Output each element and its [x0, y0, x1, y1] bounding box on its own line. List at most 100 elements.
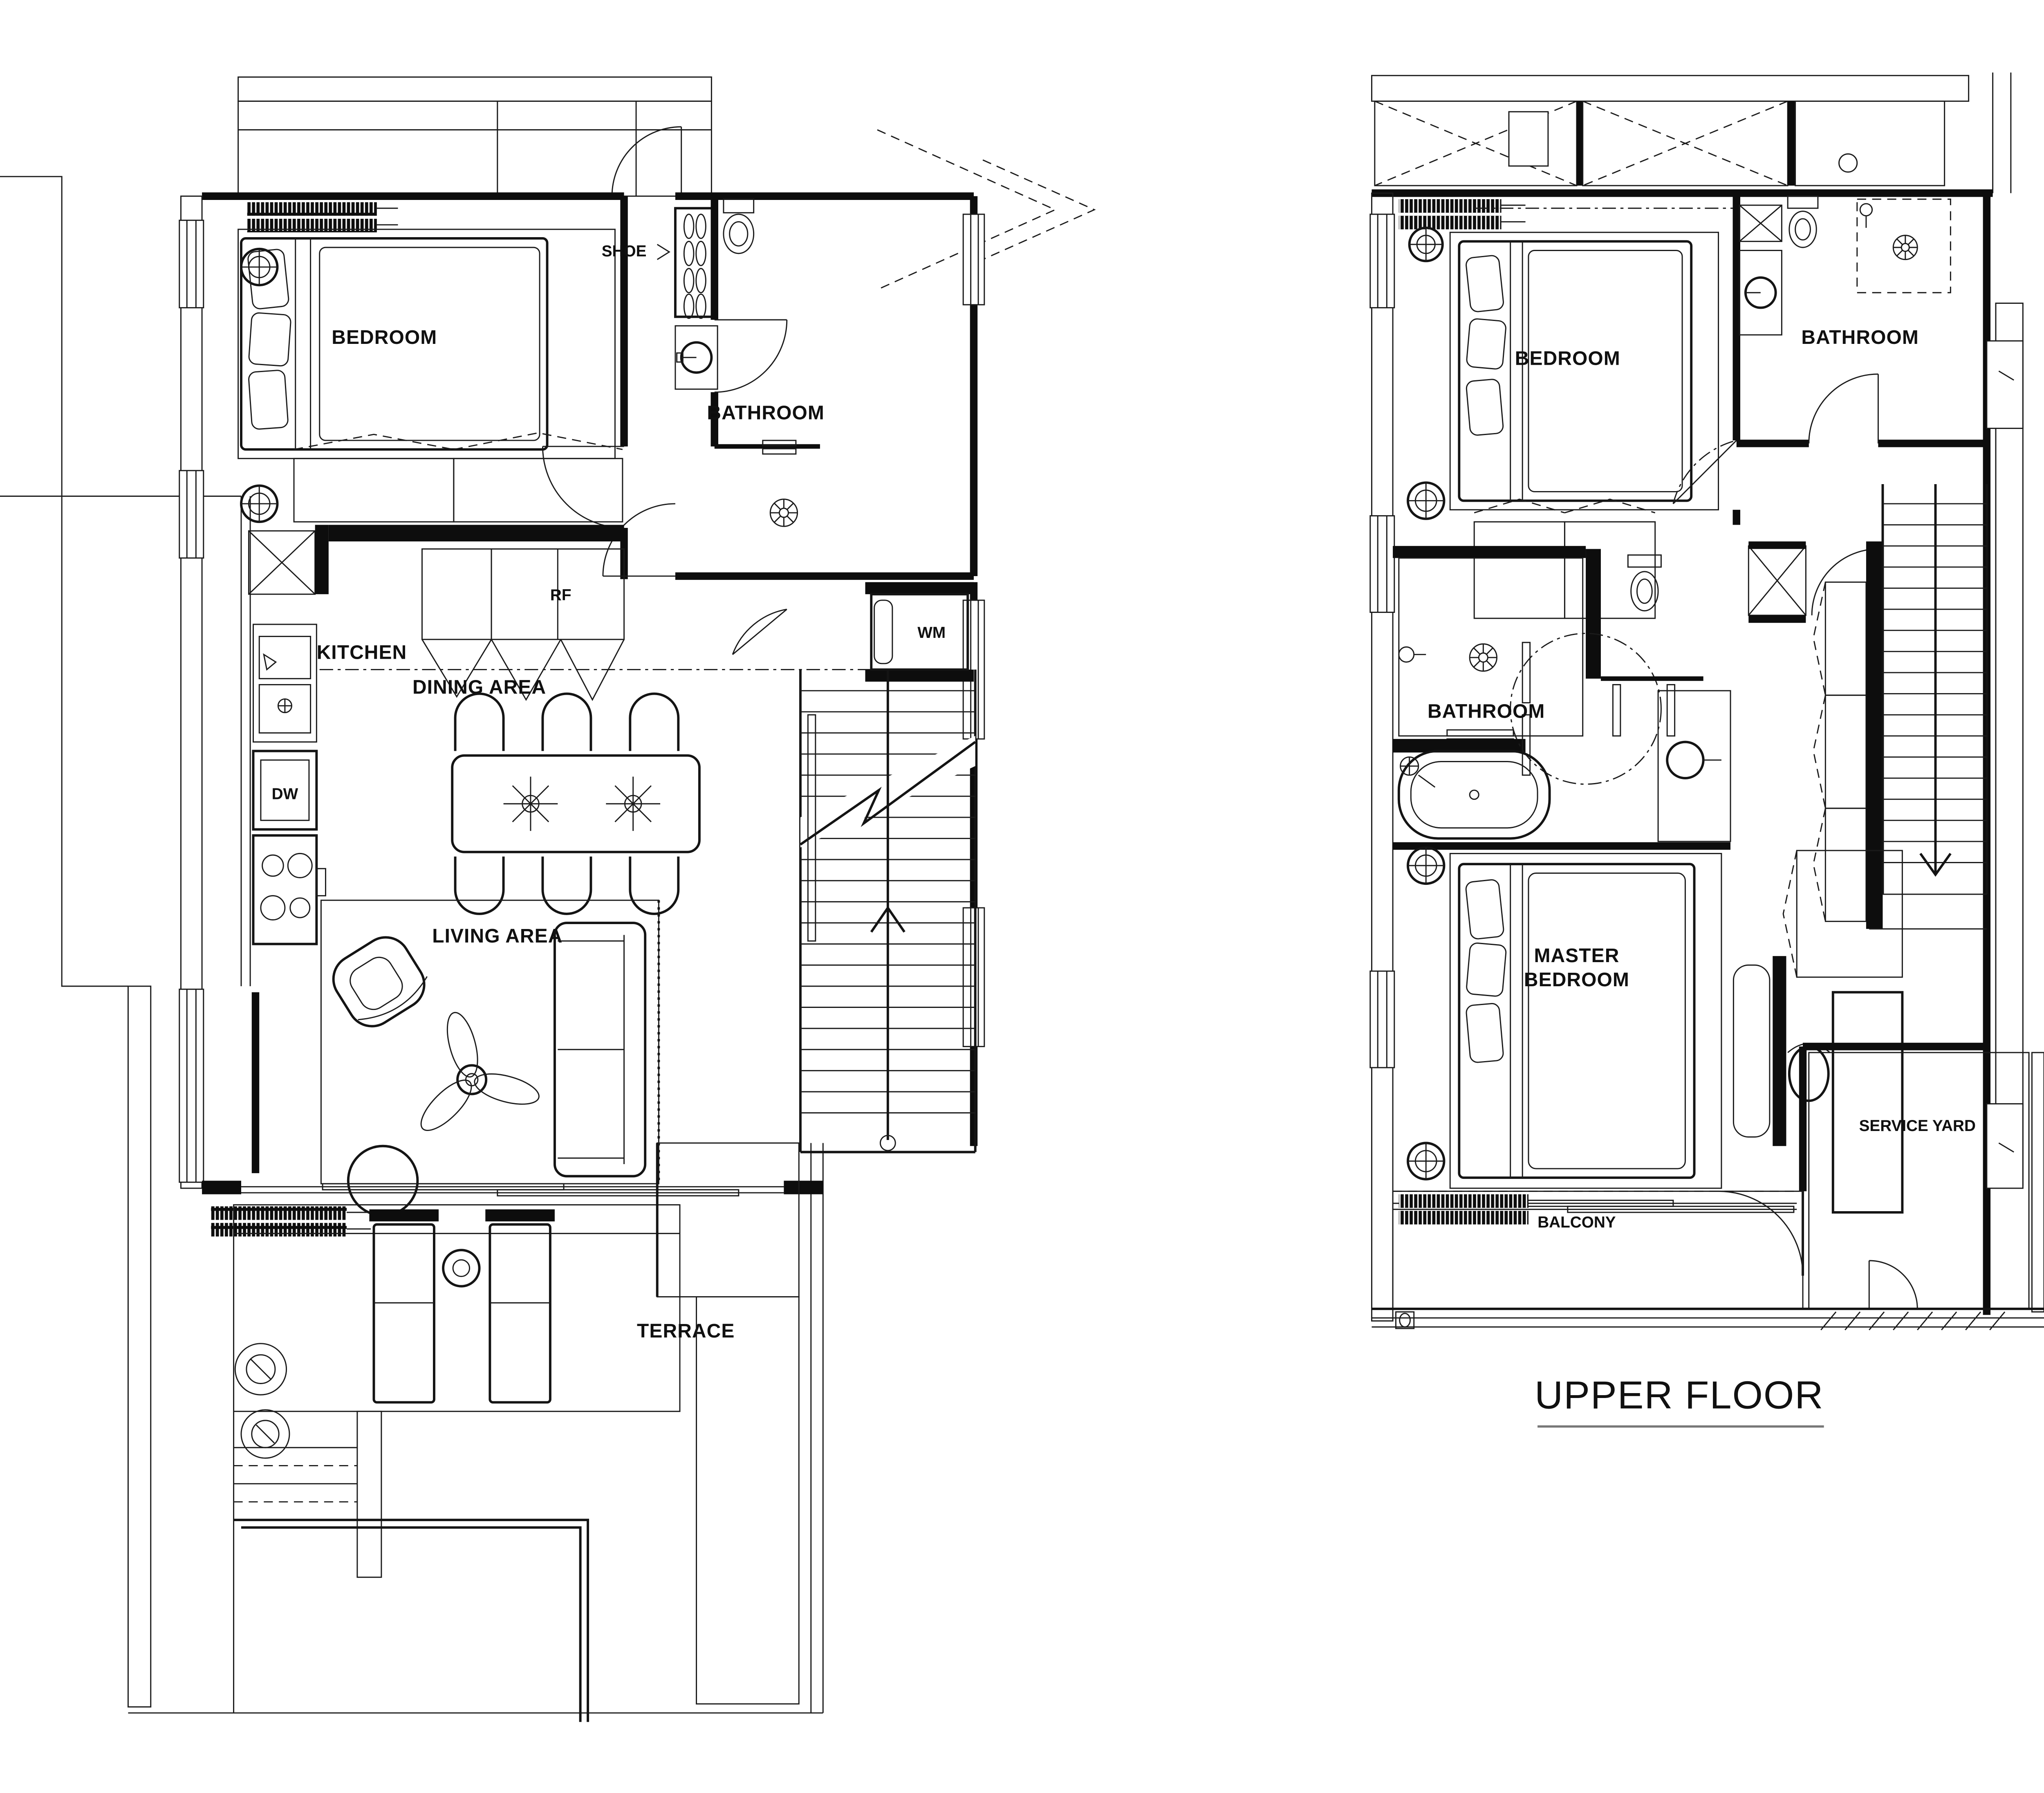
sun-lounger [369, 1209, 439, 1404]
pillow [1466, 943, 1507, 997]
walk-in-wardrobe [1813, 581, 1867, 922]
cabinet [421, 548, 492, 640]
service-door [1718, 1190, 1804, 1276]
shower-drain [1892, 235, 1918, 260]
column [1986, 340, 2024, 429]
bedroom-label: BEDROOM [332, 327, 437, 348]
washing-machine-label: WM [917, 624, 946, 642]
stair-up-arrow [870, 669, 905, 1029]
bedside-lamp [1407, 1142, 1446, 1180]
louvre-bar [247, 202, 377, 216]
louvre-bar [211, 1223, 347, 1236]
bathroom-ground: BATHROOM [602, 196, 974, 580]
terrace: TERRACE [202, 1142, 823, 1705]
dining-area: DINING AREA [412, 677, 701, 915]
bathroom-ensuite: BATHROOM [1736, 195, 1987, 447]
mattress [1528, 872, 1686, 1169]
vanity-sink [675, 325, 718, 390]
desk [1831, 991, 1904, 1214]
dishwasher-label: DW [272, 785, 298, 803]
pillow [1465, 879, 1504, 940]
living-label: LIVING AREA [432, 925, 563, 947]
wardrobe [293, 432, 623, 523]
pillow [247, 249, 289, 310]
bedroom-upper-door [1672, 440, 1737, 504]
tv-panel [1773, 956, 1786, 1146]
shower [1856, 198, 1951, 294]
pillow [1466, 1003, 1504, 1063]
bed [1458, 240, 1693, 502]
exterior-walls [179, 192, 985, 1189]
toilet [1787, 195, 1819, 248]
side-table [442, 1249, 481, 1288]
bathroom-label: BATHROOM [707, 402, 824, 424]
ceiling-fan [420, 1012, 540, 1131]
service-yard-label: SERVICE YARD [1859, 1117, 1976, 1135]
upper-floor-title: UPPER FLOOR [1535, 1373, 1824, 1417]
handrail [807, 714, 816, 942]
toilet [1627, 554, 1662, 612]
pillow [1466, 318, 1506, 370]
pillow [248, 312, 291, 367]
bathroom-ensuite-label: BATHROOM [1801, 327, 1918, 348]
dining-label: DINING AREA [412, 677, 546, 698]
pillow [1466, 379, 1504, 436]
sliding-door [241, 1186, 784, 1194]
dining-chairs-top [454, 692, 680, 751]
vanity-sink [1739, 250, 1782, 336]
cabinet-doors [421, 639, 625, 701]
bathroom-shared: BATHROOM [1393, 546, 1731, 850]
place-setting [503, 776, 558, 831]
door-leaf [1522, 714, 1531, 776]
toilet [723, 198, 755, 254]
kitchen: RF DW KITCHEN [248, 525, 965, 945]
door-swing-circle [1510, 633, 1662, 785]
bedside-lamp [240, 484, 279, 523]
bathroom-shared-label: BATHROOM [1428, 701, 1545, 723]
louvre-bar [1399, 199, 1502, 213]
balcony-label: BALCONY [1537, 1214, 1616, 1231]
utility-door [732, 608, 787, 655]
hall-door [602, 503, 675, 577]
paved-steps [657, 1142, 800, 1297]
pool [233, 1519, 589, 1722]
pillow [1466, 255, 1504, 312]
service-yard: SERVICE YARD [1718, 1043, 2044, 1331]
shoe-cabinet [674, 207, 716, 318]
dining-chairs-bottom [454, 856, 680, 915]
shoe-closet: SHOE [602, 207, 716, 319]
louvre-bar [1399, 215, 1502, 229]
dishwasher: DW [252, 750, 318, 831]
louvre-bar [1399, 1211, 1529, 1225]
louvre-bar [247, 219, 377, 233]
yard-door [1868, 1260, 1918, 1309]
master-label-1: MASTER [1534, 945, 1619, 967]
bedside-lamp [1407, 846, 1446, 885]
bedroom-upper-label: BEDROOM [1515, 348, 1620, 370]
ground-floor-plan: BEDROOM SHOE [0, 76, 1096, 1722]
entry-direction-arrow [877, 129, 1057, 290]
bedside-lamp [1407, 481, 1446, 520]
master-label-2: BEDROOM [1524, 969, 1629, 991]
mattress [319, 247, 540, 441]
upper-floor-plan: BEDROOM [1369, 72, 2044, 1428]
louvre-bar [1399, 1194, 1529, 1208]
bedroom-upper: BEDROOM [1399, 193, 1741, 619]
balcony: BALCONY [1372, 1190, 2044, 1329]
rug [1449, 853, 1722, 1189]
roof-void [1371, 72, 2012, 193]
bathtub [1397, 750, 1551, 840]
dining-table [451, 754, 701, 853]
refrigerator-label: RF [550, 586, 572, 604]
west-windows [1369, 213, 1395, 1068]
bedroom-ground: BEDROOM [238, 196, 628, 579]
bathroom-ensuite-door [1808, 373, 1879, 444]
tv-console [1732, 964, 1771, 1138]
shoe-label: SHOE [602, 242, 647, 260]
staircase-ground [799, 669, 977, 1153]
drying-slats [1820, 1311, 2006, 1331]
kitchen-sink [252, 624, 317, 743]
living-area: LIVING AREA [251, 900, 660, 1217]
